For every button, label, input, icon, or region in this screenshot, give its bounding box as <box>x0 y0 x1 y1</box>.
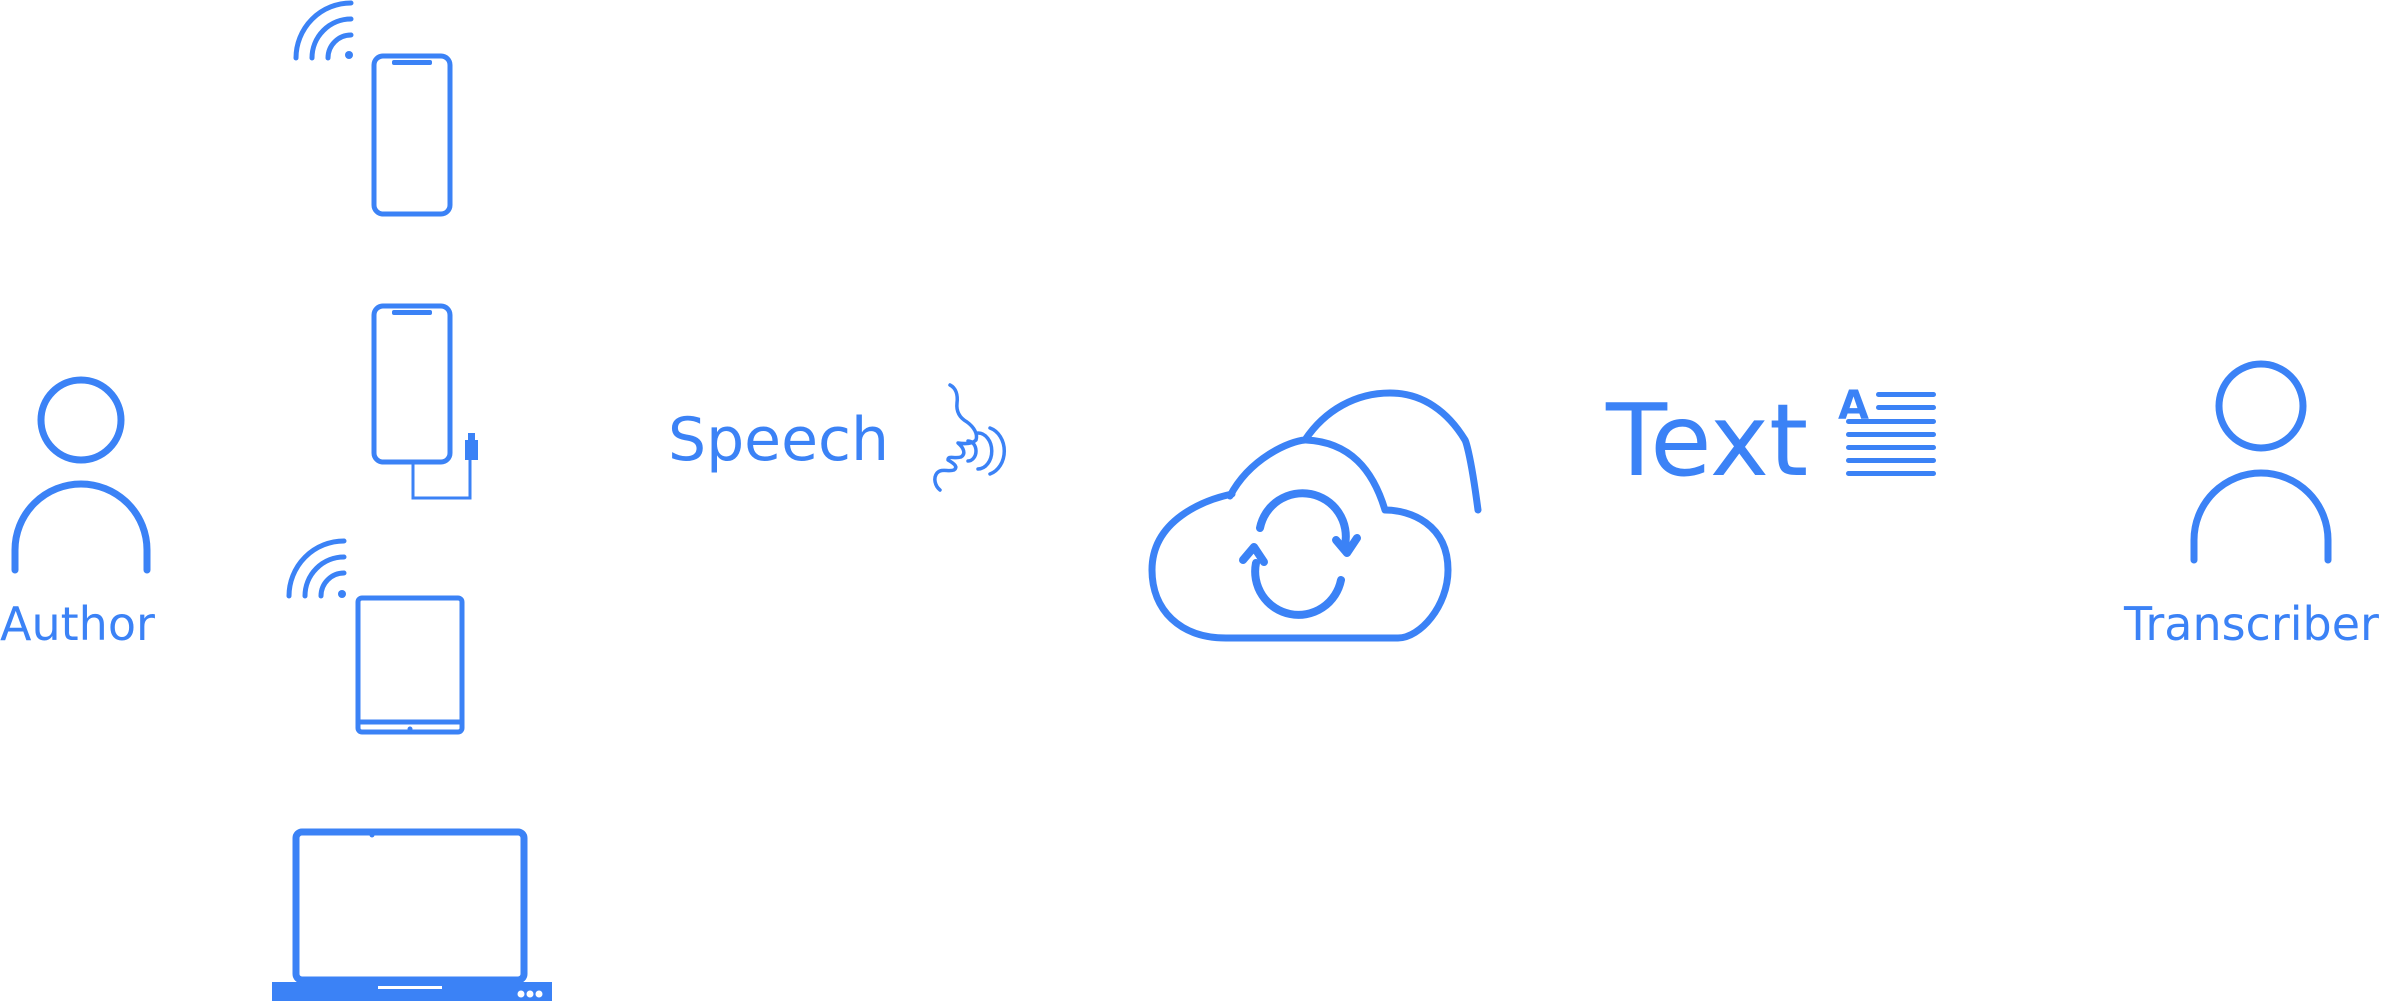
sync-arrows-icon <box>1239 489 1361 619</box>
transcriber-label: Transcriber <box>2123 597 2379 651</box>
smartphone-wifi-icon <box>293 0 453 217</box>
laptop-icon <box>272 828 552 1001</box>
author-person-icon <box>11 376 151 574</box>
author-label: Author <box>0 597 155 651</box>
tablet-wifi-icon <box>286 538 465 735</box>
speech-label: Speech <box>668 405 889 475</box>
speaking-face-icon <box>933 383 1007 492</box>
smartphone-usb-icon <box>371 303 478 500</box>
transcriber-person-icon <box>2190 360 2332 564</box>
document-text-icon: A <box>1838 383 1936 476</box>
cloud-outline-shape <box>1226 389 1482 514</box>
cloud-body-shape <box>1148 436 1452 642</box>
text-label: Text <box>1605 382 1808 499</box>
